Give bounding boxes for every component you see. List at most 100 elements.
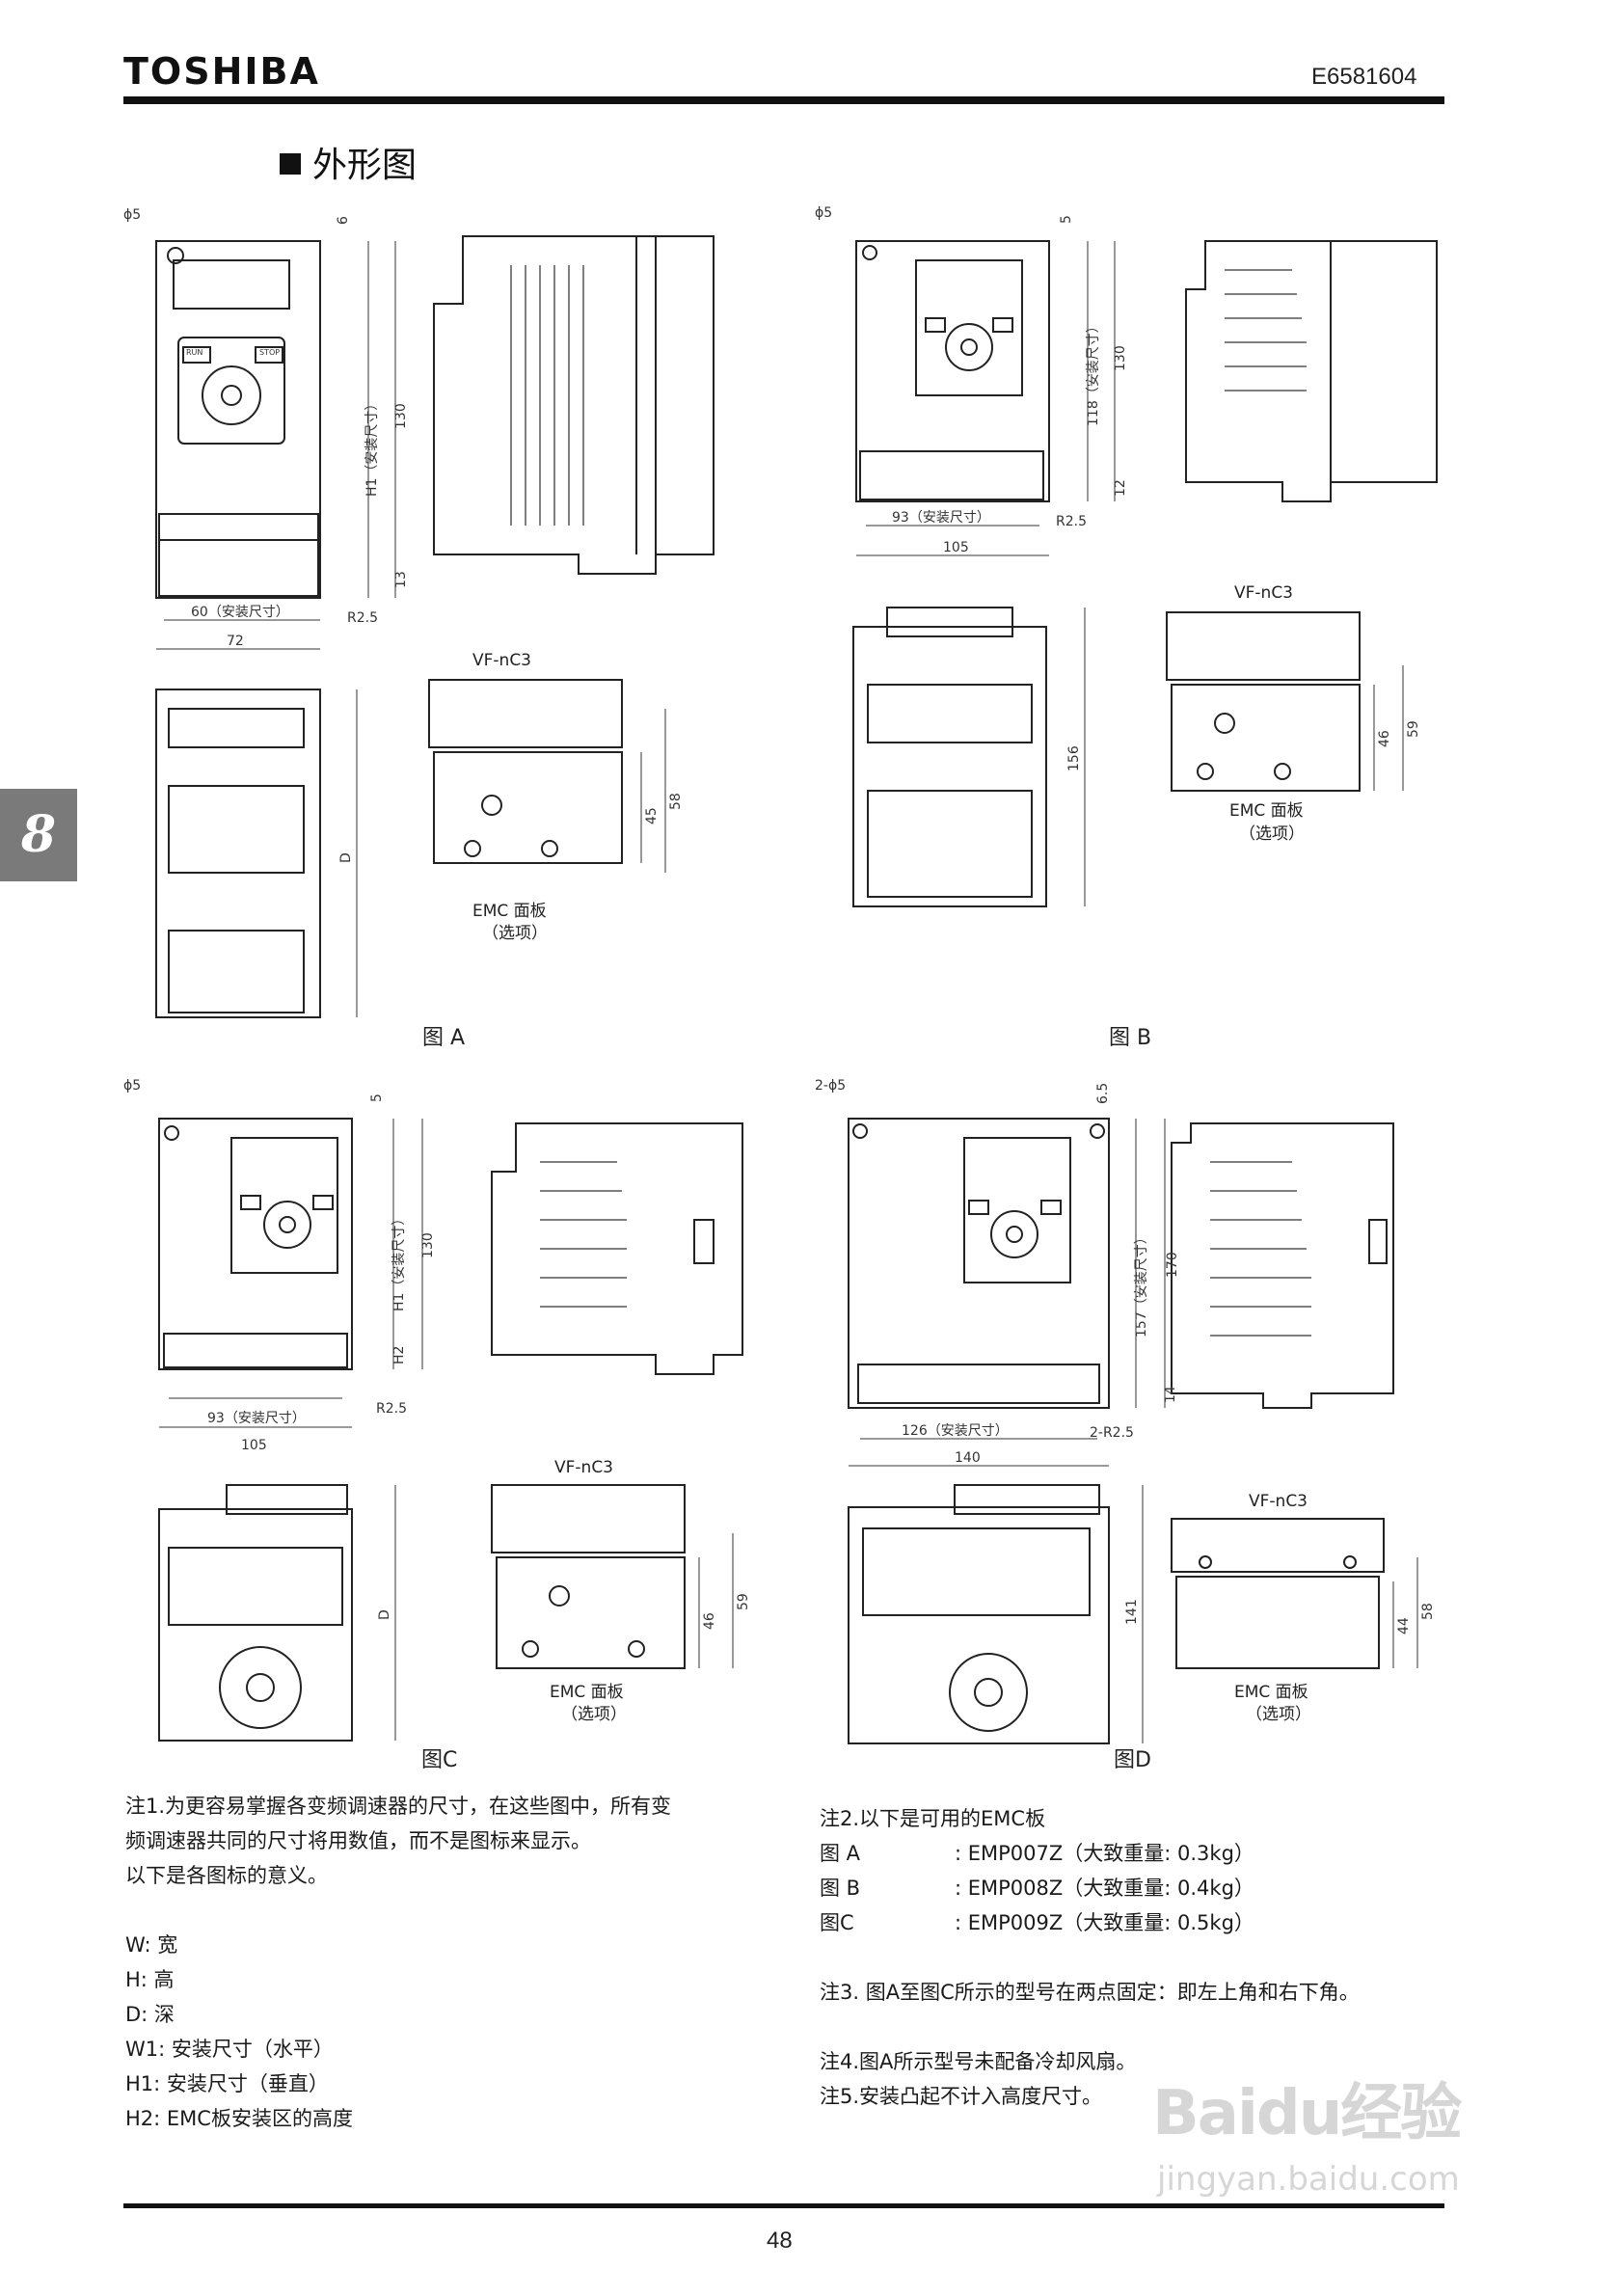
fig-b-bottom: 12: [1113, 479, 1128, 497]
fig-b-radius: R2.5: [1056, 514, 1087, 529]
fig-d-bottom: 14: [1163, 1386, 1178, 1403]
note-line: 以下是各图标的意义。: [125, 1864, 328, 1887]
fig-a-emc-label: EMC 面板: [472, 902, 547, 921]
fig-b-hole: ϕ5: [815, 205, 832, 221]
emc-row: 图C : EMP009Z（大致重量: 0.5kg）: [820, 1905, 1437, 1940]
figure-d: 2-ϕ5 6.5 170 157（安装尺寸） 14 126（安装尺寸） 140 …: [815, 1078, 1436, 1744]
fig-a-keypad-labels: RUN STOP: [186, 348, 280, 357]
fig-d-emc-h: 58: [1420, 1603, 1436, 1620]
note4: 注4.图A所示型号未配备冷却风扇。: [820, 2050, 1137, 2073]
notes-right: 注2.以下是可用的EMC板 图 A: EMP007Z（大致重量: 0.3kg） …: [820, 1801, 1437, 2114]
emc-row-fig: 图 A: [820, 1842, 861, 1865]
fig-d-emc-model: VF-nC3: [1249, 1492, 1308, 1511]
emc-row: 图 A : EMP007Z（大致重量: 0.3kg）: [820, 1836, 1437, 1871]
footer-rule: [123, 2203, 1444, 2208]
fig-b-emc-h2: 46: [1377, 730, 1392, 747]
header-rule: [123, 96, 1444, 104]
emc-row-model: : EMP009Z（大致重量: 0.5kg）: [955, 1911, 1254, 1934]
note-spacer: [820, 1940, 1437, 1975]
note-spacer: [820, 2010, 1437, 2044]
fig-c-emc-h: 59: [736, 1593, 751, 1610]
fig-b-depth: 156: [1066, 745, 1082, 771]
section-title-text: 外形图: [312, 146, 418, 185]
fig-a-radius: R2.5: [347, 610, 378, 626]
fig-d-emc-label: EMC 面板: [1234, 1683, 1308, 1702]
fig-d-emc-h2: 44: [1396, 1617, 1412, 1634]
emc-row-fig: 图 B: [820, 1877, 861, 1900]
fig-c-caption: 图C: [421, 1748, 458, 1772]
fig-a-w1: 60（安装尺寸）: [191, 605, 289, 620]
note-line: 频调速器共同的尺寸将用数值，而不是图标来显示。: [125, 1829, 591, 1852]
fig-b-height: 130: [1113, 345, 1128, 371]
fig-c-radius: R2.5: [376, 1401, 407, 1417]
fig-d-width: 140: [955, 1450, 981, 1466]
fig-d-emc-option: （选项）: [1246, 1705, 1311, 1724]
fig-a-emc-h: 58: [668, 793, 684, 810]
fig-d-hole: 2-ϕ5: [815, 1078, 846, 1094]
square-bullet-icon: [280, 153, 301, 175]
fig-d-h1: 157（安装尺寸）: [1134, 1230, 1149, 1337]
fig-b-top: 5: [1059, 215, 1074, 224]
fig-a-width: 72: [227, 634, 244, 649]
page-number: 48: [767, 2228, 793, 2254]
note2-title: 注2.以下是可用的EMC板: [820, 1807, 1046, 1830]
front-body: [155, 240, 321, 599]
legend-d: D: 深: [125, 2003, 175, 2026]
fig-b-emc-model: VF-nC3: [1234, 583, 1293, 603]
emc-row-model: : EMP007Z（大致重量: 0.3kg）: [955, 1842, 1254, 1865]
watermark-url: jingyan.baidu.com: [1157, 2160, 1460, 2199]
fig-a-emc-h2: 45: [644, 807, 660, 824]
section-title: 外形图: [280, 137, 417, 187]
fig-a-depth: D: [338, 852, 354, 863]
fig-b-emc-option: （选项）: [1239, 824, 1305, 844]
fig-a-emc-option: （选项）: [482, 924, 548, 943]
keypad-run-label: RUN: [186, 348, 202, 357]
fig-c-width: 105: [241, 1438, 267, 1453]
note-spacer: [125, 1893, 800, 1928]
note-line: 注1.为更容易掌握各变频调速器的尺寸，在这些图中，所有变: [125, 1795, 672, 1818]
fig-a-emc-model: VF-nC3: [472, 651, 531, 670]
fig-b-emc-h: 59: [1406, 720, 1421, 738]
fig-c-h1: H1（安装尺寸）: [391, 1212, 407, 1311]
legend-w1: W1: 安装尺寸（水平）: [125, 2038, 334, 2061]
figure-c: ϕ5 5 130 H1（安装尺寸） H2 93（安装尺寸） 105 R2.5 D…: [123, 1078, 751, 1742]
notes-left: 注1.为更容易掌握各变频调速器的尺寸，在这些图中，所有变 频调速器共同的尺寸将用…: [125, 1789, 800, 2136]
emc-row: 图 B : EMP008Z（大致重量: 0.4kg）: [820, 1871, 1437, 1905]
fig-b-h1: 118（安装尺寸）: [1086, 319, 1101, 426]
keypad-stop-label: STOP: [259, 348, 280, 357]
legend-h: H: 高: [125, 1968, 175, 1991]
note5: 注5.安装凸起不计入高度尺寸。: [820, 2085, 1103, 2108]
fig-c-emc-model: VF-nC3: [554, 1458, 613, 1477]
figure-b: ϕ5 5 130 118（安装尺寸） 12 93（安装尺寸） 105 R2.5 …: [815, 205, 1438, 907]
emc-row-model: : EMP008Z（大致重量: 0.4kg）: [955, 1877, 1254, 1900]
fig-c-hole: ϕ5: [123, 1078, 141, 1094]
fig-b-caption: 图 B: [1109, 1026, 1152, 1050]
fig-a-bottom: 13: [393, 571, 409, 588]
fig-d-radius: 2-R2.5: [1090, 1425, 1134, 1441]
fig-a-top: 6: [336, 216, 351, 225]
fig-b-w1: 93（安装尺寸）: [892, 510, 990, 526]
fig-d-w1: 126（安装尺寸）: [902, 1423, 1009, 1439]
fig-b-emc-label: EMC 面板: [1229, 801, 1304, 821]
fig-c-bottom: H2: [391, 1346, 407, 1364]
fig-a-hole: ϕ5: [123, 207, 141, 223]
legend-h1: H1: 安装尺寸（垂直）: [125, 2072, 329, 2095]
fig-c-depth: D: [377, 1609, 392, 1620]
fig-c-w1: 93（安装尺寸）: [207, 1411, 306, 1426]
fig-a-h1: H1（安装尺寸）: [364, 397, 380, 497]
note3: 注3. 图A至图C所示的型号在两点固定：即左上角和右下角。: [820, 1981, 1360, 2004]
fig-d-caption: 图D: [1114, 1748, 1151, 1772]
chapter-tab: 8: [0, 789, 77, 881]
fig-d-depth: 141: [1124, 1599, 1140, 1625]
fig-c-emc-h2: 46: [702, 1612, 717, 1630]
legend-w: W: 宽: [125, 1933, 178, 1957]
fig-c-height: 130: [420, 1232, 436, 1258]
fig-a-caption: 图 A: [422, 1026, 466, 1050]
figure-a: ϕ5 6 130 H1（安装尺寸） 13 60（安装尺寸） 72 R2.5 D …: [123, 207, 715, 1018]
legend-h2: H2: EMC板安装区的高度: [125, 2107, 353, 2130]
emc-row-fig: 图C: [820, 1911, 854, 1934]
fig-c-top: 5: [369, 1094, 385, 1102]
fig-d-height: 170: [1165, 1252, 1180, 1278]
fig-b-width: 105: [943, 540, 969, 555]
brand-logo: TOSHIBA: [123, 50, 320, 93]
